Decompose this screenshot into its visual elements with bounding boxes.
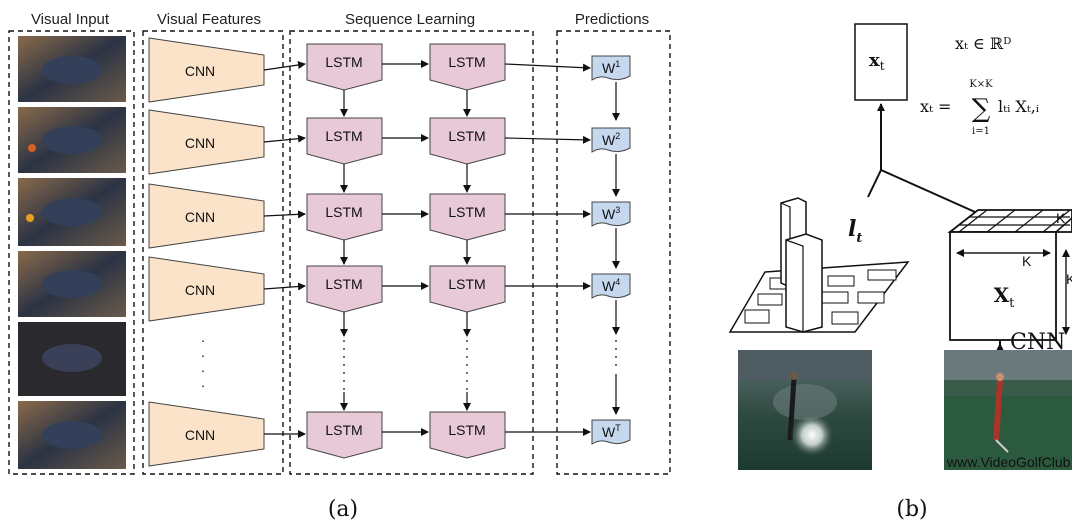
- lstm-block: [429, 193, 506, 241]
- predictions-box: [556, 30, 671, 475]
- lstm-label: LSTM: [448, 54, 485, 70]
- lstm-block: [306, 117, 383, 165]
- cube-k-top: K: [1056, 210, 1066, 226]
- prediction-column: W1 W2 W3 W4 WT: [591, 55, 631, 445]
- cube-label: Xt: [994, 283, 1016, 311]
- lstm-label: LSTM: [448, 276, 485, 292]
- lstm-block: [306, 265, 383, 313]
- prediction-label: WT: [602, 423, 621, 440]
- header-visual-features: Visual Features: [157, 11, 261, 28]
- feature-cube: [947, 209, 1072, 341]
- lstm-block: [306, 411, 383, 459]
- lstm-block: [429, 117, 506, 165]
- prediction-label: W1: [602, 59, 620, 76]
- golf-frame-attention: [738, 350, 872, 470]
- prediction-label: W2: [602, 131, 620, 148]
- prediction-label: W4: [602, 277, 620, 294]
- video-frames: [18, 36, 126, 469]
- vertical-arrows: [340, 82, 620, 415]
- cnn-block: [148, 401, 265, 467]
- equation-domain: xₜ ∈ ℝᴰ: [955, 34, 1011, 53]
- header-sequence-learning: Sequence Learning: [345, 11, 475, 28]
- lstm-label: LSTM: [325, 276, 362, 292]
- prediction-w2: [591, 127, 631, 153]
- xt-label: xt: [869, 50, 885, 73]
- caption-a: (a): [328, 497, 358, 522]
- lstm-label: LSTM: [448, 422, 485, 438]
- xt-box: [854, 23, 908, 101]
- horizontal-arrows: [263, 60, 591, 438]
- equation-sum-bottom: i=1: [972, 126, 990, 137]
- lstm-block: [429, 265, 506, 313]
- prediction-wt: [591, 419, 631, 445]
- lstm-block: [429, 43, 506, 91]
- equation-sum-top: K×K: [969, 79, 993, 90]
- attention-lines: [867, 103, 976, 213]
- prediction-label: W3: [602, 205, 620, 222]
- header-predictions: Predictions: [575, 11, 649, 28]
- caption-b: (b): [896, 497, 927, 522]
- lstm-label: LSTM: [448, 128, 485, 144]
- lstm-label: LSTM: [325, 54, 362, 70]
- cnn-block: [148, 183, 265, 249]
- golf-frame-original: www.VideoGolfClub.com: [944, 350, 1072, 470]
- cube-k-front: K: [1022, 253, 1032, 269]
- equation-sum: ∑: [972, 94, 991, 124]
- equation-lhs: xₜ =: [920, 97, 951, 116]
- lstm-block: [306, 193, 383, 241]
- prediction-w4: [591, 273, 631, 299]
- cnn-label: CNN: [185, 135, 215, 151]
- header-visual-input: Visual Input: [31, 11, 110, 28]
- prediction-w1: [591, 55, 631, 81]
- attention-label: lt: [848, 216, 862, 246]
- cnn-block: [148, 37, 265, 103]
- cnn-block: [148, 109, 265, 175]
- visual-input-box: [8, 30, 135, 475]
- cnn-label: CNN: [185, 427, 215, 443]
- svg-text:·: ·: [201, 362, 206, 378]
- cnn-block: [148, 256, 265, 322]
- sequence-learning-box: [289, 30, 534, 475]
- cnn-label: CNN: [185, 63, 215, 79]
- prediction-w3: [591, 201, 631, 227]
- svg-text:·: ·: [201, 347, 206, 363]
- equation-rhs: lₜᵢ Xₜ,ᵢ: [998, 97, 1039, 116]
- cnn-column: CNN CNN CNN CNN CNN · · · ·: [148, 37, 265, 467]
- svg-text:·: ·: [201, 332, 206, 348]
- attention-map: [728, 197, 910, 333]
- lstm-block: [429, 411, 506, 459]
- cnn-label: CNN: [185, 282, 215, 298]
- lstm-label: LSTM: [325, 128, 362, 144]
- lstm-grid: LSTM LSTM LSTM LSTM LSTM LSTM LSTM LSTM …: [306, 43, 506, 459]
- cube-k-side: K: [1066, 271, 1072, 287]
- lstm-label: LSTM: [448, 204, 485, 220]
- golf-watermark: www.VideoGolfClub.com: [946, 454, 1072, 470]
- cnn-label: CNN: [185, 209, 215, 225]
- lstm-label: LSTM: [325, 204, 362, 220]
- lstm-label: LSTM: [325, 422, 362, 438]
- lstm-block: [306, 43, 383, 91]
- visual-features-box: [142, 30, 284, 475]
- svg-text:·: ·: [201, 377, 206, 393]
